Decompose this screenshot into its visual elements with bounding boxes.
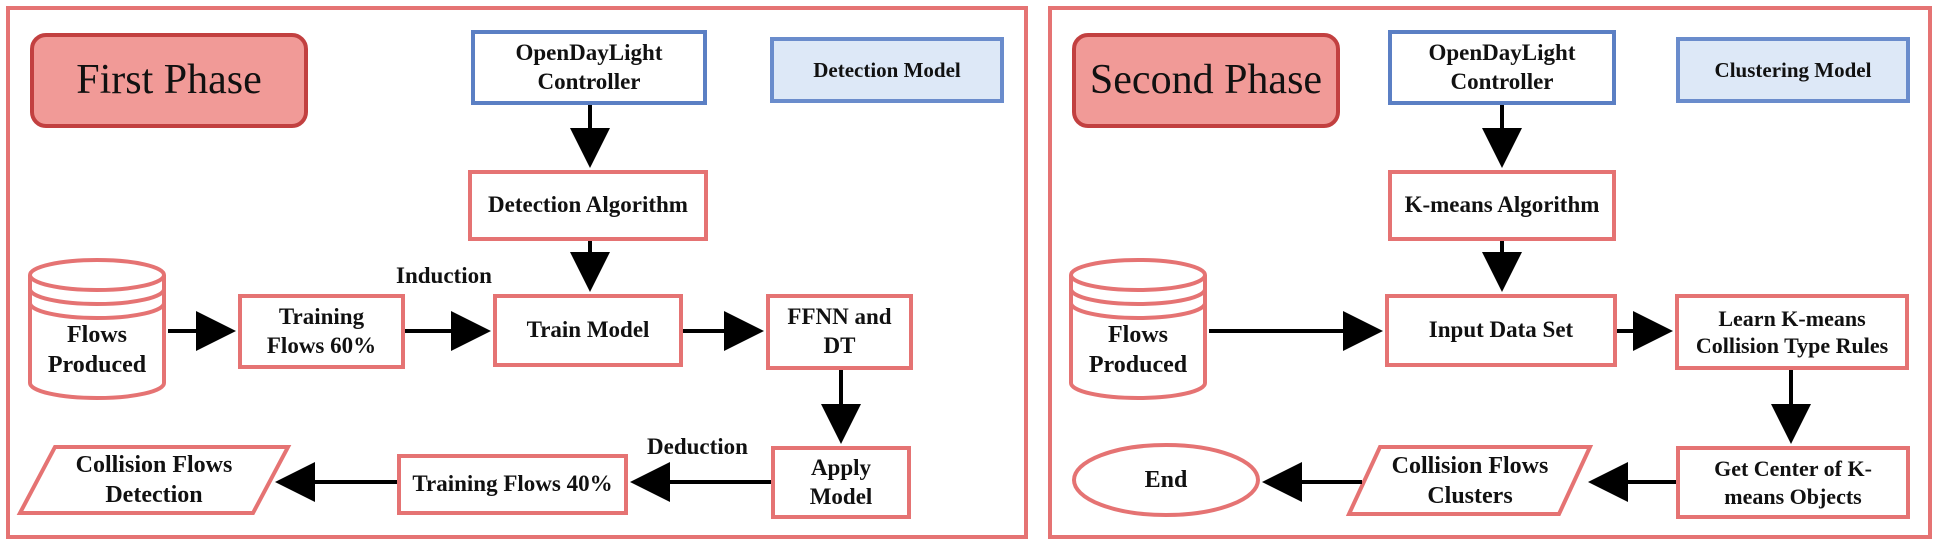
flows-produced-label-2: Flows Produced xyxy=(1088,322,1188,378)
collision-detection-shape xyxy=(16,445,292,515)
get-center-box: Get Center of K- means Objects xyxy=(1676,446,1910,519)
apply-model-box: Apply Model xyxy=(771,446,911,519)
flows-produced-cylinder-2 xyxy=(1069,258,1207,400)
controller-box-2: OpenDayLight Controller xyxy=(1388,30,1616,105)
detection-algorithm-box: Detection Algorithm xyxy=(468,170,708,241)
end-ellipse xyxy=(1072,443,1260,517)
collision-clusters-label: Collision Flows Clusters xyxy=(1391,452,1549,509)
end-label: End xyxy=(1144,467,1188,493)
second-phase-title: Second Phase xyxy=(1072,33,1340,128)
train-model-box: Train Model xyxy=(493,294,683,367)
second-phase-panel xyxy=(1048,6,1932,539)
kmeans-algorithm-box: K-means Algorithm xyxy=(1388,170,1616,241)
clustering-model-box: Clustering Model xyxy=(1676,37,1910,103)
ffnn-dt-box: FFNN and DT xyxy=(766,294,913,370)
training-40-box: Training Flows 40% xyxy=(397,454,628,515)
flows-produced-cylinder-1 xyxy=(28,258,166,400)
detection-model-box: Detection Model xyxy=(770,37,1004,103)
first-phase-title: First Phase xyxy=(30,33,308,128)
induction-label: Induction xyxy=(396,263,492,288)
training-60-box: Training Flows 60% xyxy=(238,294,405,369)
deduction-label: Deduction xyxy=(647,434,748,459)
learn-kmeans-box: Learn K-means Collision Type Rules xyxy=(1675,294,1909,370)
collision-detection-label: Collision Flows Detection xyxy=(75,452,233,508)
input-data-set-box: Input Data Set xyxy=(1385,294,1617,367)
flows-produced-label-1: Flows Produced xyxy=(47,322,147,378)
controller-box-1: OpenDayLight Controller xyxy=(471,30,707,105)
first-phase-panel xyxy=(6,6,1028,539)
collision-clusters-shape xyxy=(1345,445,1594,516)
